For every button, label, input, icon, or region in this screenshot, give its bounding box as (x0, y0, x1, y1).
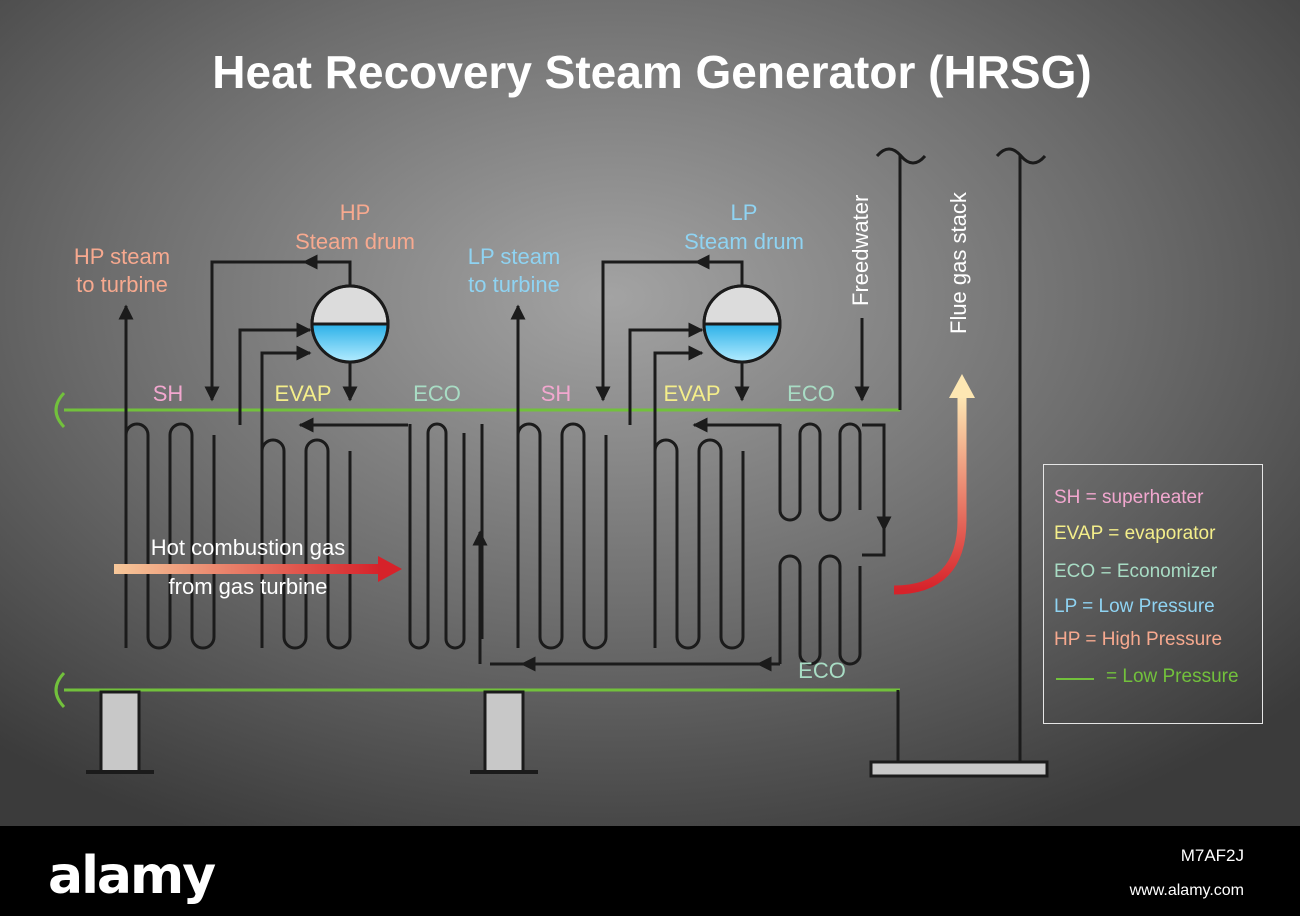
lower-eco-label: ECO (798, 658, 846, 683)
legend-item-lp: LP = Low Pressure (1054, 596, 1215, 617)
lower-economizer-coil (778, 554, 862, 666)
hp-economizer-coil (408, 422, 466, 650)
legend-item-evap: EVAP = evaporator (1054, 523, 1216, 544)
watermark-url: www.alamy.com (1129, 882, 1244, 899)
lp-steam-label-2: to turbine (468, 272, 560, 297)
lp-sh-label: SH (541, 381, 572, 406)
hp-sh-label: SH (153, 381, 184, 406)
legend: SH = superheater EVAP = evaporator ECO =… (1043, 464, 1263, 724)
flue-gas-stack (875, 147, 1047, 762)
hp-evaporator-coil (260, 438, 352, 650)
watermark-footer: alamy M7AF2J www.alamy.com (0, 826, 1300, 916)
heat-exchanger-coils (124, 422, 862, 666)
legend-item-sh: SH = superheater (1054, 487, 1204, 508)
legend-green-line-swatch (1056, 678, 1094, 680)
hp-piping (118, 254, 408, 525)
diagram-title: Heat Recovery Steam Generator (HRSG) (212, 46, 1091, 98)
lp-drum-label-2: Steam drum (684, 229, 804, 254)
alamy-logo: alamy (48, 846, 216, 906)
hp-evap-label: EVAP (274, 381, 331, 406)
lp-steam-label-1: LP steam (468, 244, 561, 269)
lp-eco-label: ECO (787, 381, 835, 406)
image-id: M7AF2J (1180, 846, 1244, 865)
legend-item-eco: ECO = Economizer (1054, 561, 1218, 582)
lp-piping (472, 254, 892, 672)
hp-superheater-coil (124, 422, 216, 650)
hp-steam-label-2: to turbine (76, 272, 168, 297)
support-left (86, 690, 154, 774)
hp-steam-label-1: HP steam (74, 244, 170, 269)
upper-green-line (54, 391, 900, 429)
flue-gas-stack-label: Flue gas stack (946, 191, 971, 334)
flue-gas-arrow (893, 374, 975, 595)
lp-drum-label-1: LP (731, 200, 758, 225)
lp-evap-label: EVAP (663, 381, 720, 406)
hp-steam-drum (310, 284, 390, 364)
hot-gas-arrow (114, 556, 402, 582)
background (0, 0, 1300, 826)
lp-evaporator-coil (653, 438, 745, 650)
stack-base (869, 690, 1049, 778)
hp-drum-label-2: Steam drum (295, 229, 415, 254)
lp-economizer-coil (778, 422, 862, 522)
hp-eco-label: ECO (413, 381, 461, 406)
legend-item-green-line: = Low Pressure (1106, 666, 1239, 687)
legend-item-hp: HP = High Pressure (1054, 629, 1223, 650)
lower-green-line (54, 671, 900, 709)
hot-gas-label-1: Hot combustion gas (151, 535, 345, 560)
support-middle (470, 690, 538, 774)
lp-steam-drum (702, 284, 782, 364)
hp-drum-label-1: HP (340, 200, 371, 225)
lp-superheater-coil (516, 422, 608, 650)
hot-gas-label-2: from gas turbine (169, 574, 328, 599)
feedwater-label: Freedwater (848, 195, 873, 306)
